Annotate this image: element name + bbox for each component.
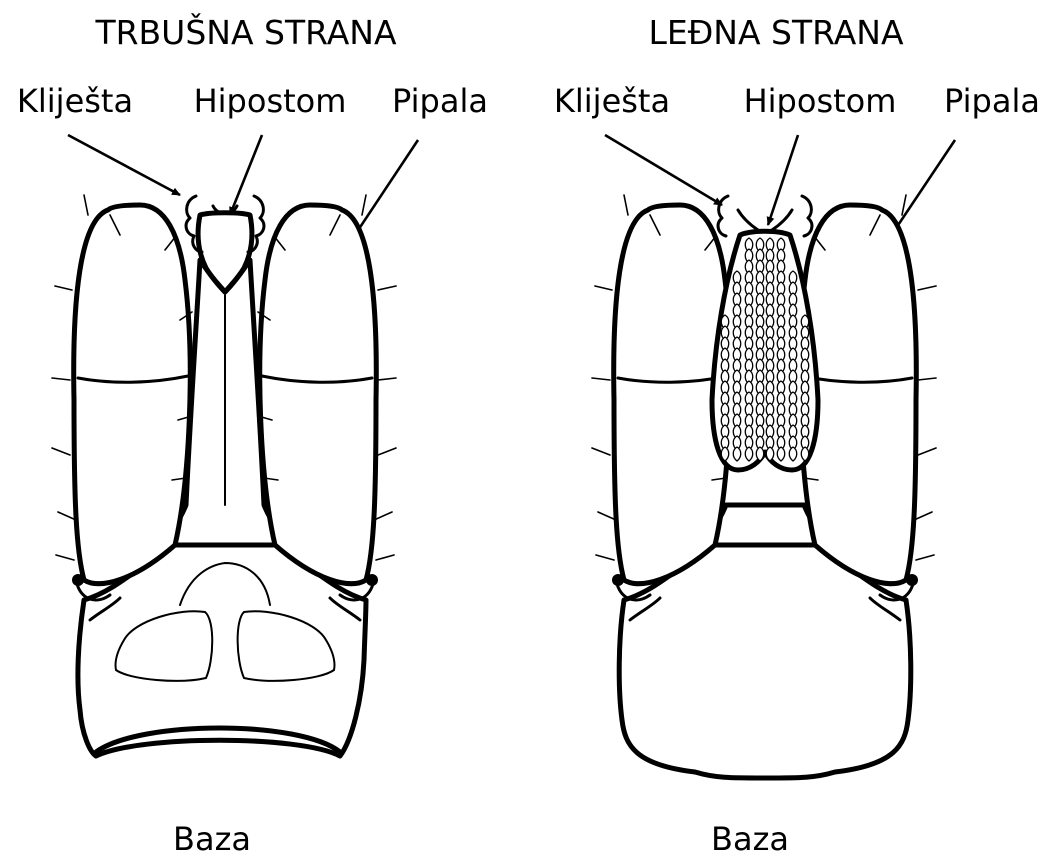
dorsal-hypostome-label: Hipostom [744, 82, 897, 120]
ventral-base-label: Baza [173, 820, 251, 857]
dorsal-chelicerae-label: Kliješta [554, 82, 670, 120]
denticle [789, 447, 797, 461]
ventral-palps-label: Pipala [392, 82, 488, 120]
ventral-chelicerae-arrow [68, 135, 180, 195]
dorsal-base-label: Baza [711, 820, 789, 857]
dorsal-chelicerae-arrow [605, 135, 722, 205]
denticle [766, 447, 774, 461]
denticle [745, 447, 753, 461]
ventral-mouthparts-drawing [52, 195, 396, 756]
dorsal-mouthparts-drawing [592, 195, 936, 778]
denticle [777, 447, 785, 461]
dorsal-palps-label: Pipala [944, 82, 1040, 120]
ventral-panel-title: TRBUŠNA STRANA [94, 12, 397, 52]
denticle [756, 447, 764, 461]
dorsal-panel-title: LEĐNA STRANA [648, 13, 904, 52]
dorsal-hypostome-arrow [768, 135, 798, 225]
ventral-hypostome-arrow [230, 135, 262, 215]
denticle [733, 447, 741, 461]
ventral-hypostome-label: Hipostom [194, 82, 347, 120]
denticle [721, 447, 729, 461]
ventral-chelicerae-label: Kliješta [17, 82, 133, 120]
denticle [801, 447, 809, 461]
